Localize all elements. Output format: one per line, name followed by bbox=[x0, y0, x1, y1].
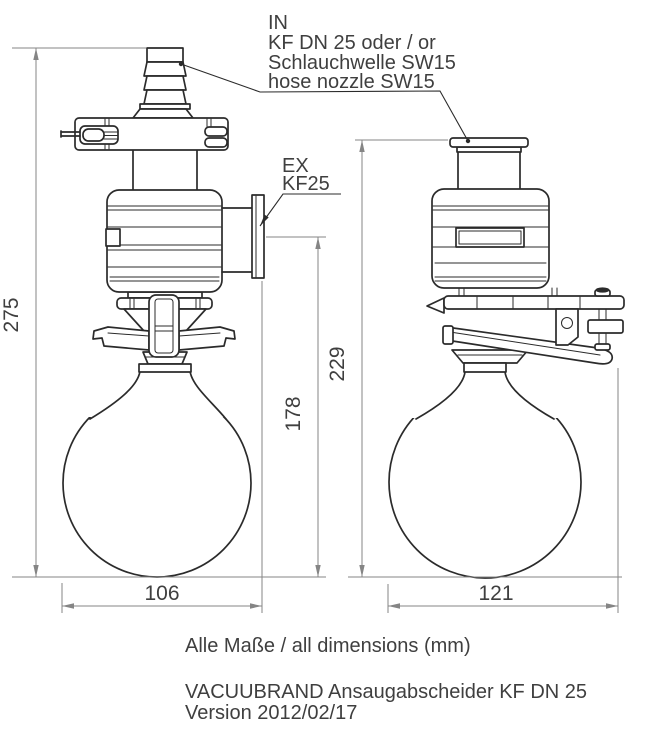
outlet-leader bbox=[259, 193, 341, 227]
annotation-inlet: IN KF DN 25 oder / or Schlauchwelle SW15… bbox=[268, 12, 456, 93]
dim-outlet-height-label: 178 bbox=[282, 396, 305, 431]
inlet-note-line-4: hose nozzle SW15 bbox=[268, 71, 435, 93]
round-flask-left bbox=[62, 370, 252, 578]
leader-lines bbox=[178, 61, 471, 227]
hose-nozzle-left bbox=[132, 47, 194, 119]
dimension-lines: 275 178 229 106 121 bbox=[0, 47, 622, 613]
dim-right-height-label: 229 bbox=[326, 346, 349, 381]
dim-right-width bbox=[387, 368, 619, 613]
dim-left-width bbox=[61, 281, 263, 613]
units-note: Alle Maße / all dimensions (mm) bbox=[185, 635, 471, 657]
clamp-right bbox=[426, 287, 625, 373]
product-title: VACUUBRAND Ansaugabscheider KF DN 25 bbox=[185, 681, 587, 703]
dim-overall-height-label: 275 bbox=[0, 297, 23, 332]
left-view bbox=[60, 47, 265, 578]
annotation-outlet: EX KF25 bbox=[282, 155, 330, 195]
dim-outlet-height bbox=[266, 236, 326, 577]
version-note: Version 2012/02/17 bbox=[185, 702, 357, 724]
inlet-note-line-2: KF DN 25 oder / or bbox=[268, 32, 436, 54]
inlet-leader bbox=[178, 61, 471, 144]
inlet-flange-right bbox=[449, 137, 529, 153]
inlet-note-line-3: Schlauchwelle SW15 bbox=[268, 52, 456, 74]
inlet-cap-left bbox=[60, 117, 229, 151]
outlet-note-line-2: KF25 bbox=[282, 173, 330, 195]
round-flask-right bbox=[388, 371, 582, 579]
separator-head-left bbox=[105, 149, 223, 293]
outlet-note-line-1: EX bbox=[282, 155, 309, 177]
ball-joint-clamp-left bbox=[92, 286, 236, 373]
dim-right-width-label: 121 bbox=[478, 582, 513, 605]
footer-notes: Alle Maße / all dimensions (mm) VACUUBRA… bbox=[185, 635, 587, 724]
right-view bbox=[388, 137, 625, 579]
inlet-note-line-1: IN bbox=[268, 12, 288, 34]
ex-port-left bbox=[221, 194, 265, 279]
dim-right-height bbox=[348, 139, 622, 578]
dim-left-width-label: 106 bbox=[144, 582, 179, 605]
separator-head-right bbox=[431, 151, 550, 289]
dim-overall-height bbox=[12, 47, 326, 578]
